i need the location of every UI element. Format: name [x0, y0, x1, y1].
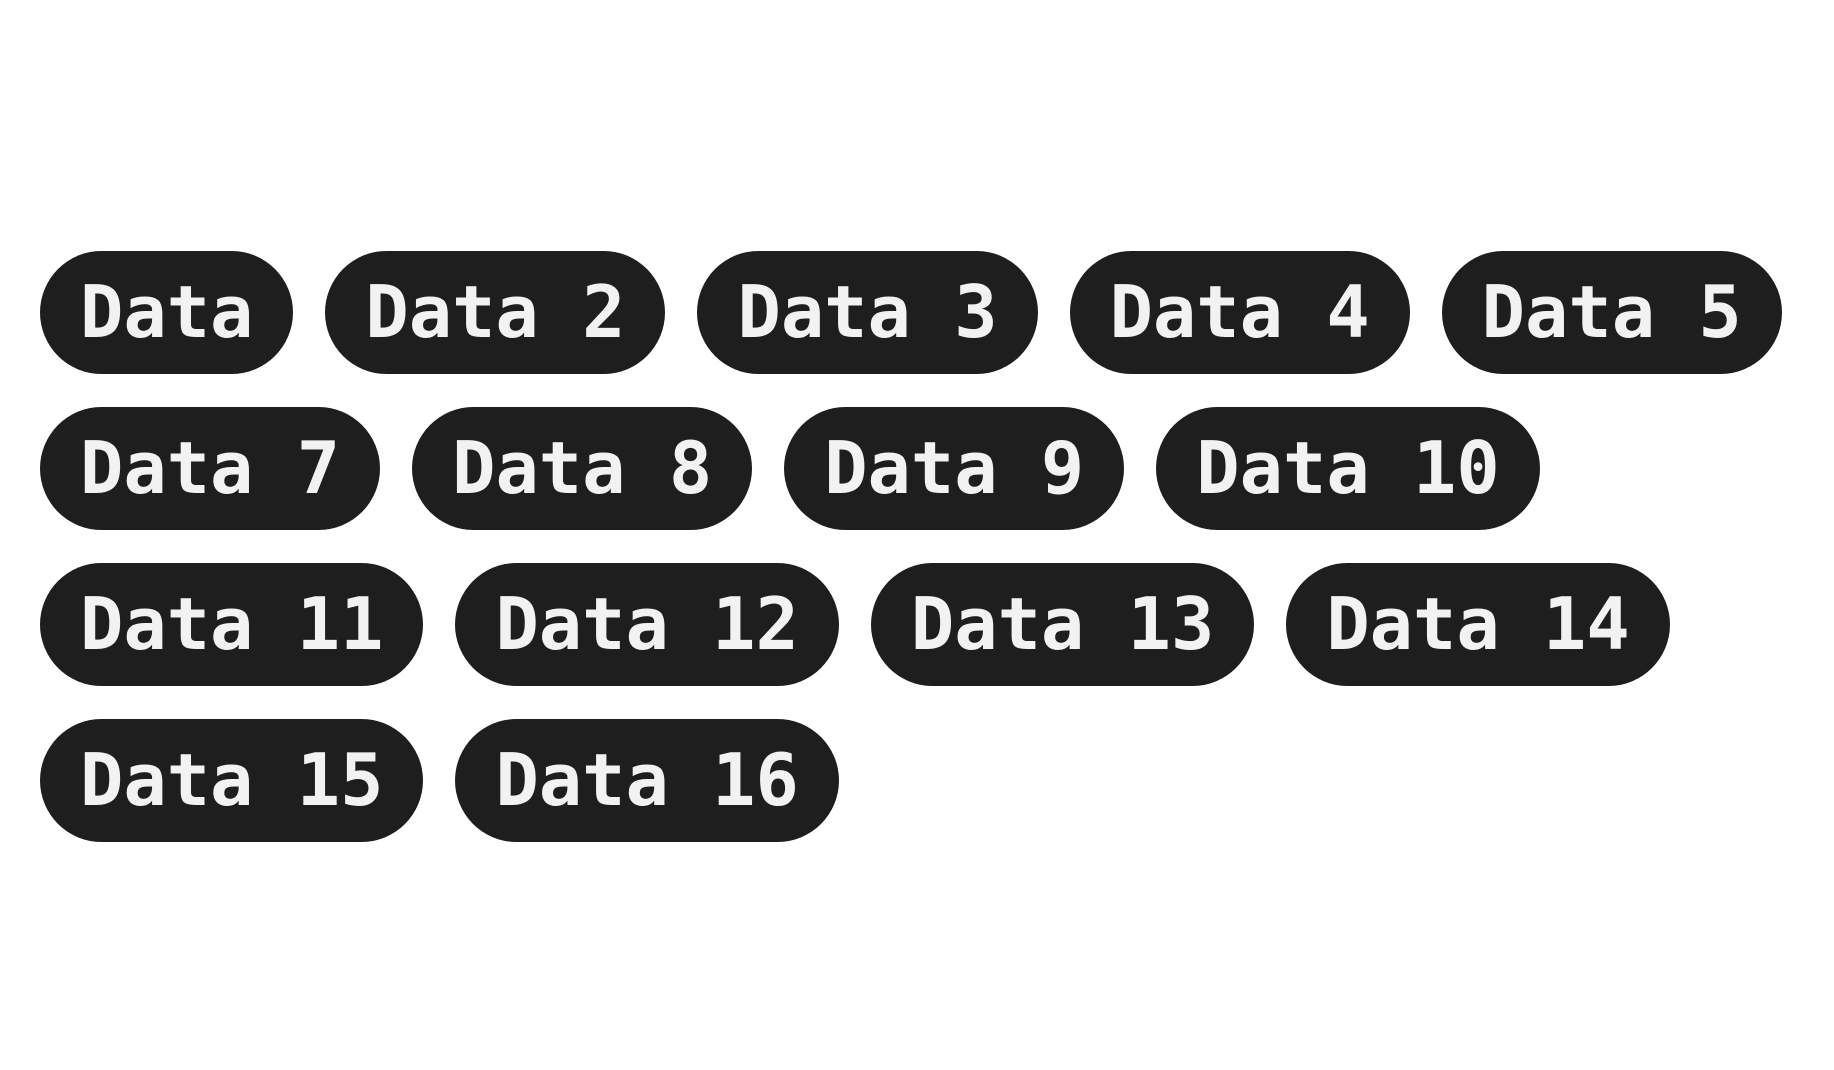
- chip-data-16[interactable]: Data 16: [455, 719, 839, 842]
- chip-data-2[interactable]: Data 2: [325, 251, 666, 374]
- chip-data-12[interactable]: Data 12: [455, 563, 839, 686]
- chip-data-7[interactable]: Data 7: [40, 407, 381, 530]
- chip-data-3[interactable]: Data 3: [697, 251, 1038, 374]
- chip-data[interactable]: Data: [40, 251, 294, 374]
- chip-data-8[interactable]: Data 8: [412, 407, 753, 530]
- chip-data-15[interactable]: Data 15: [40, 719, 424, 842]
- chip-data-11[interactable]: Data 11: [40, 563, 424, 686]
- chip-data-4[interactable]: Data 4: [1069, 251, 1410, 374]
- chip-data-14[interactable]: Data 14: [1286, 563, 1670, 686]
- chip-data-10[interactable]: Data 10: [1156, 407, 1540, 530]
- chip-data-13[interactable]: Data 13: [870, 563, 1255, 686]
- chip-data-9[interactable]: Data 9: [784, 407, 1125, 530]
- chip-data-5[interactable]: Data 5: [1441, 251, 1782, 374]
- chip-list: Data Data 2 Data 3 Data 4 Data 5 Data 7 …: [40, 251, 1800, 842]
